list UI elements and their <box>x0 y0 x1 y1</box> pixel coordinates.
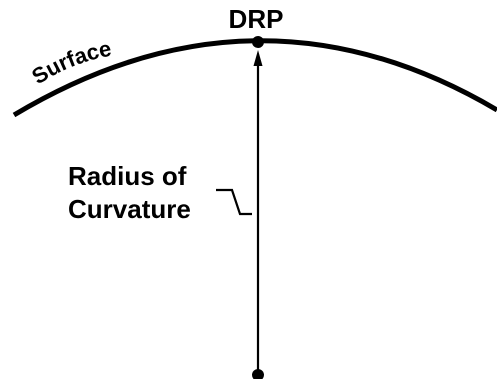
label-leader-line <box>216 188 252 216</box>
surface-label-path: Surface <box>27 36 113 89</box>
drp-label: DRP <box>229 4 284 34</box>
surface-label: Surface <box>27 36 113 89</box>
radius-label-line2: Curvature <box>68 194 191 224</box>
center-point <box>252 369 264 379</box>
radius-label-line1: Radius of <box>68 161 187 191</box>
drp-point <box>252 36 264 48</box>
radius-arrowhead <box>253 50 263 66</box>
